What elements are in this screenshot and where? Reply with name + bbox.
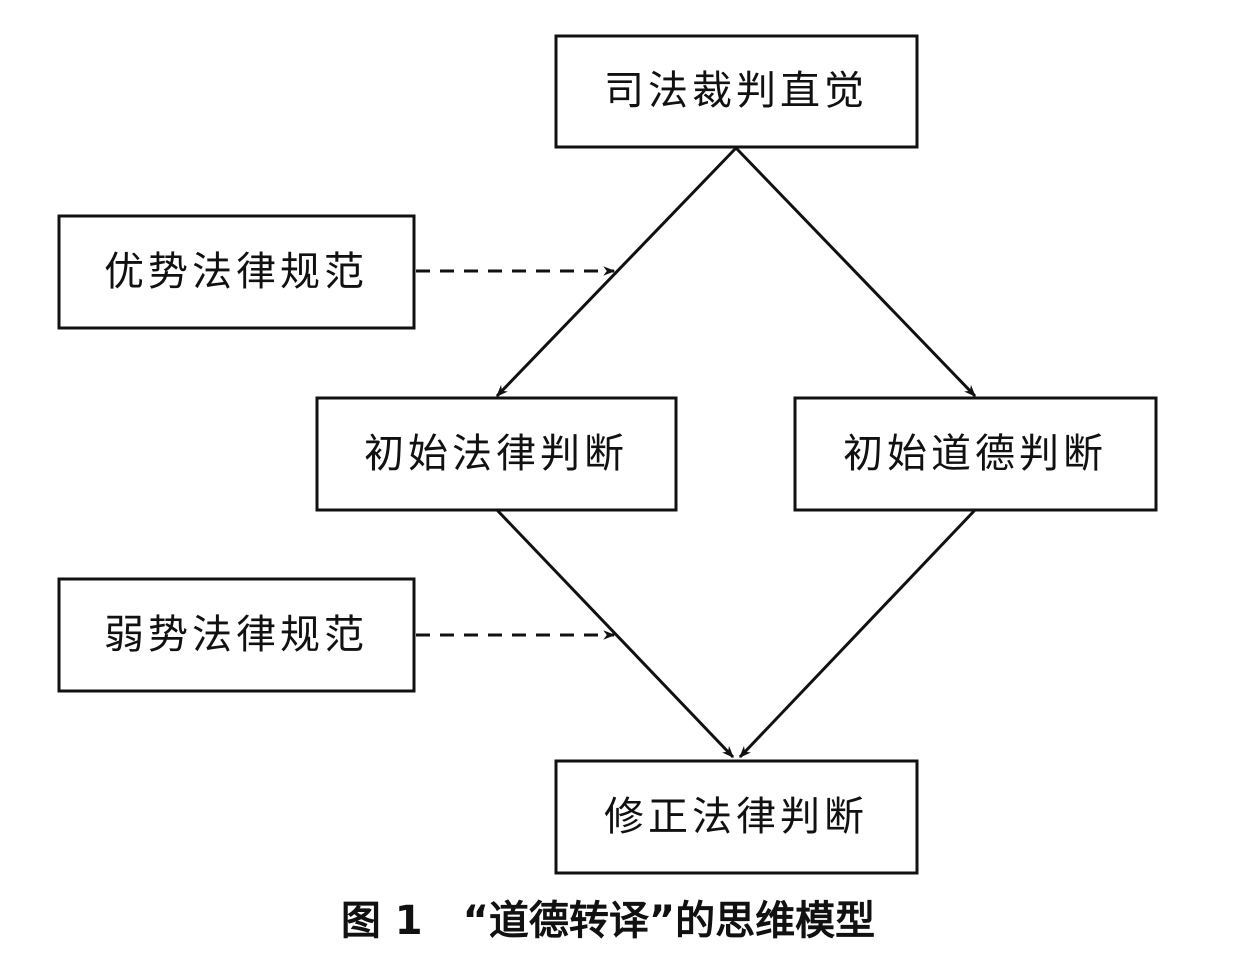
edge-intuition-to-initial-moral <box>734 146 977 398</box>
node-weak-legal-norm-label: 弱势法律规范 <box>104 612 368 658</box>
node-judicial-intuition: 司法裁判直觉 <box>554 34 919 149</box>
edge-intuition-to-initial-legal <box>495 146 738 398</box>
node-revised-legal-judgment-label: 修正法律判断 <box>604 794 868 840</box>
figure-caption: 图 1 “道德转译”的思维模型 <box>340 898 876 944</box>
node-revised-legal-judgment: 修正法律判断 <box>554 759 919 875</box>
node-dominant-legal-norm: 优势法律规范 <box>57 214 416 330</box>
node-weak-legal-norm: 弱势法律规范 <box>57 577 416 693</box>
edge-initial-legal-to-revised <box>495 508 735 759</box>
node-initial-moral-judgment: 初始道德判断 <box>793 396 1158 512</box>
node-initial-moral-judgment-label: 初始道德判断 <box>843 431 1107 477</box>
node-initial-legal-judgment: 初始法律判断 <box>315 396 678 512</box>
edge-initial-moral-to-revised <box>738 508 977 759</box>
node-dominant-legal-norm-label: 优势法律规范 <box>104 249 368 295</box>
node-judicial-intuition-label: 司法裁判直觉 <box>604 68 868 114</box>
node-initial-legal-judgment-label: 初始法律判断 <box>364 431 628 477</box>
